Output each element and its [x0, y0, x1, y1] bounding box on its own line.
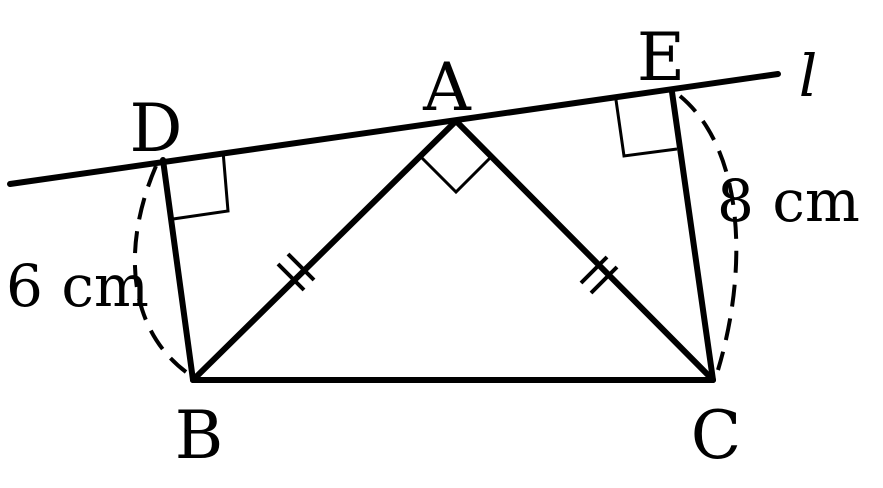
- measure-arc-ce: [678, 94, 739, 371]
- segment-ac: [453, 118, 716, 383]
- label-point-d: D: [130, 90, 183, 167]
- right-angle-mark-d: [172, 150, 230, 221]
- right-angle-mark-e: [614, 99, 678, 158]
- tick-mark-ab-1: [276, 262, 306, 292]
- measure-arc-bd: [132, 165, 188, 374]
- tick-mark-ab-2: [286, 252, 316, 282]
- segment-ab: [190, 118, 459, 383]
- segment-bd: [160, 157, 196, 383]
- label-point-b: B: [175, 397, 224, 474]
- label-point-e: E: [637, 19, 685, 96]
- measure-label-ce: 8 cm: [717, 167, 860, 235]
- line-l: [7, 71, 781, 187]
- right-angle-mark-a: [419, 155, 493, 195]
- label-point-c: C: [691, 397, 742, 474]
- tick-mark-ac-1: [579, 255, 609, 285]
- measure-label-bd: 6 cm: [6, 252, 149, 320]
- label-line-l: l: [799, 42, 818, 110]
- tick-mark-ac-2: [589, 265, 619, 295]
- segment-ce: [669, 89, 716, 383]
- label-point-a: A: [422, 49, 472, 126]
